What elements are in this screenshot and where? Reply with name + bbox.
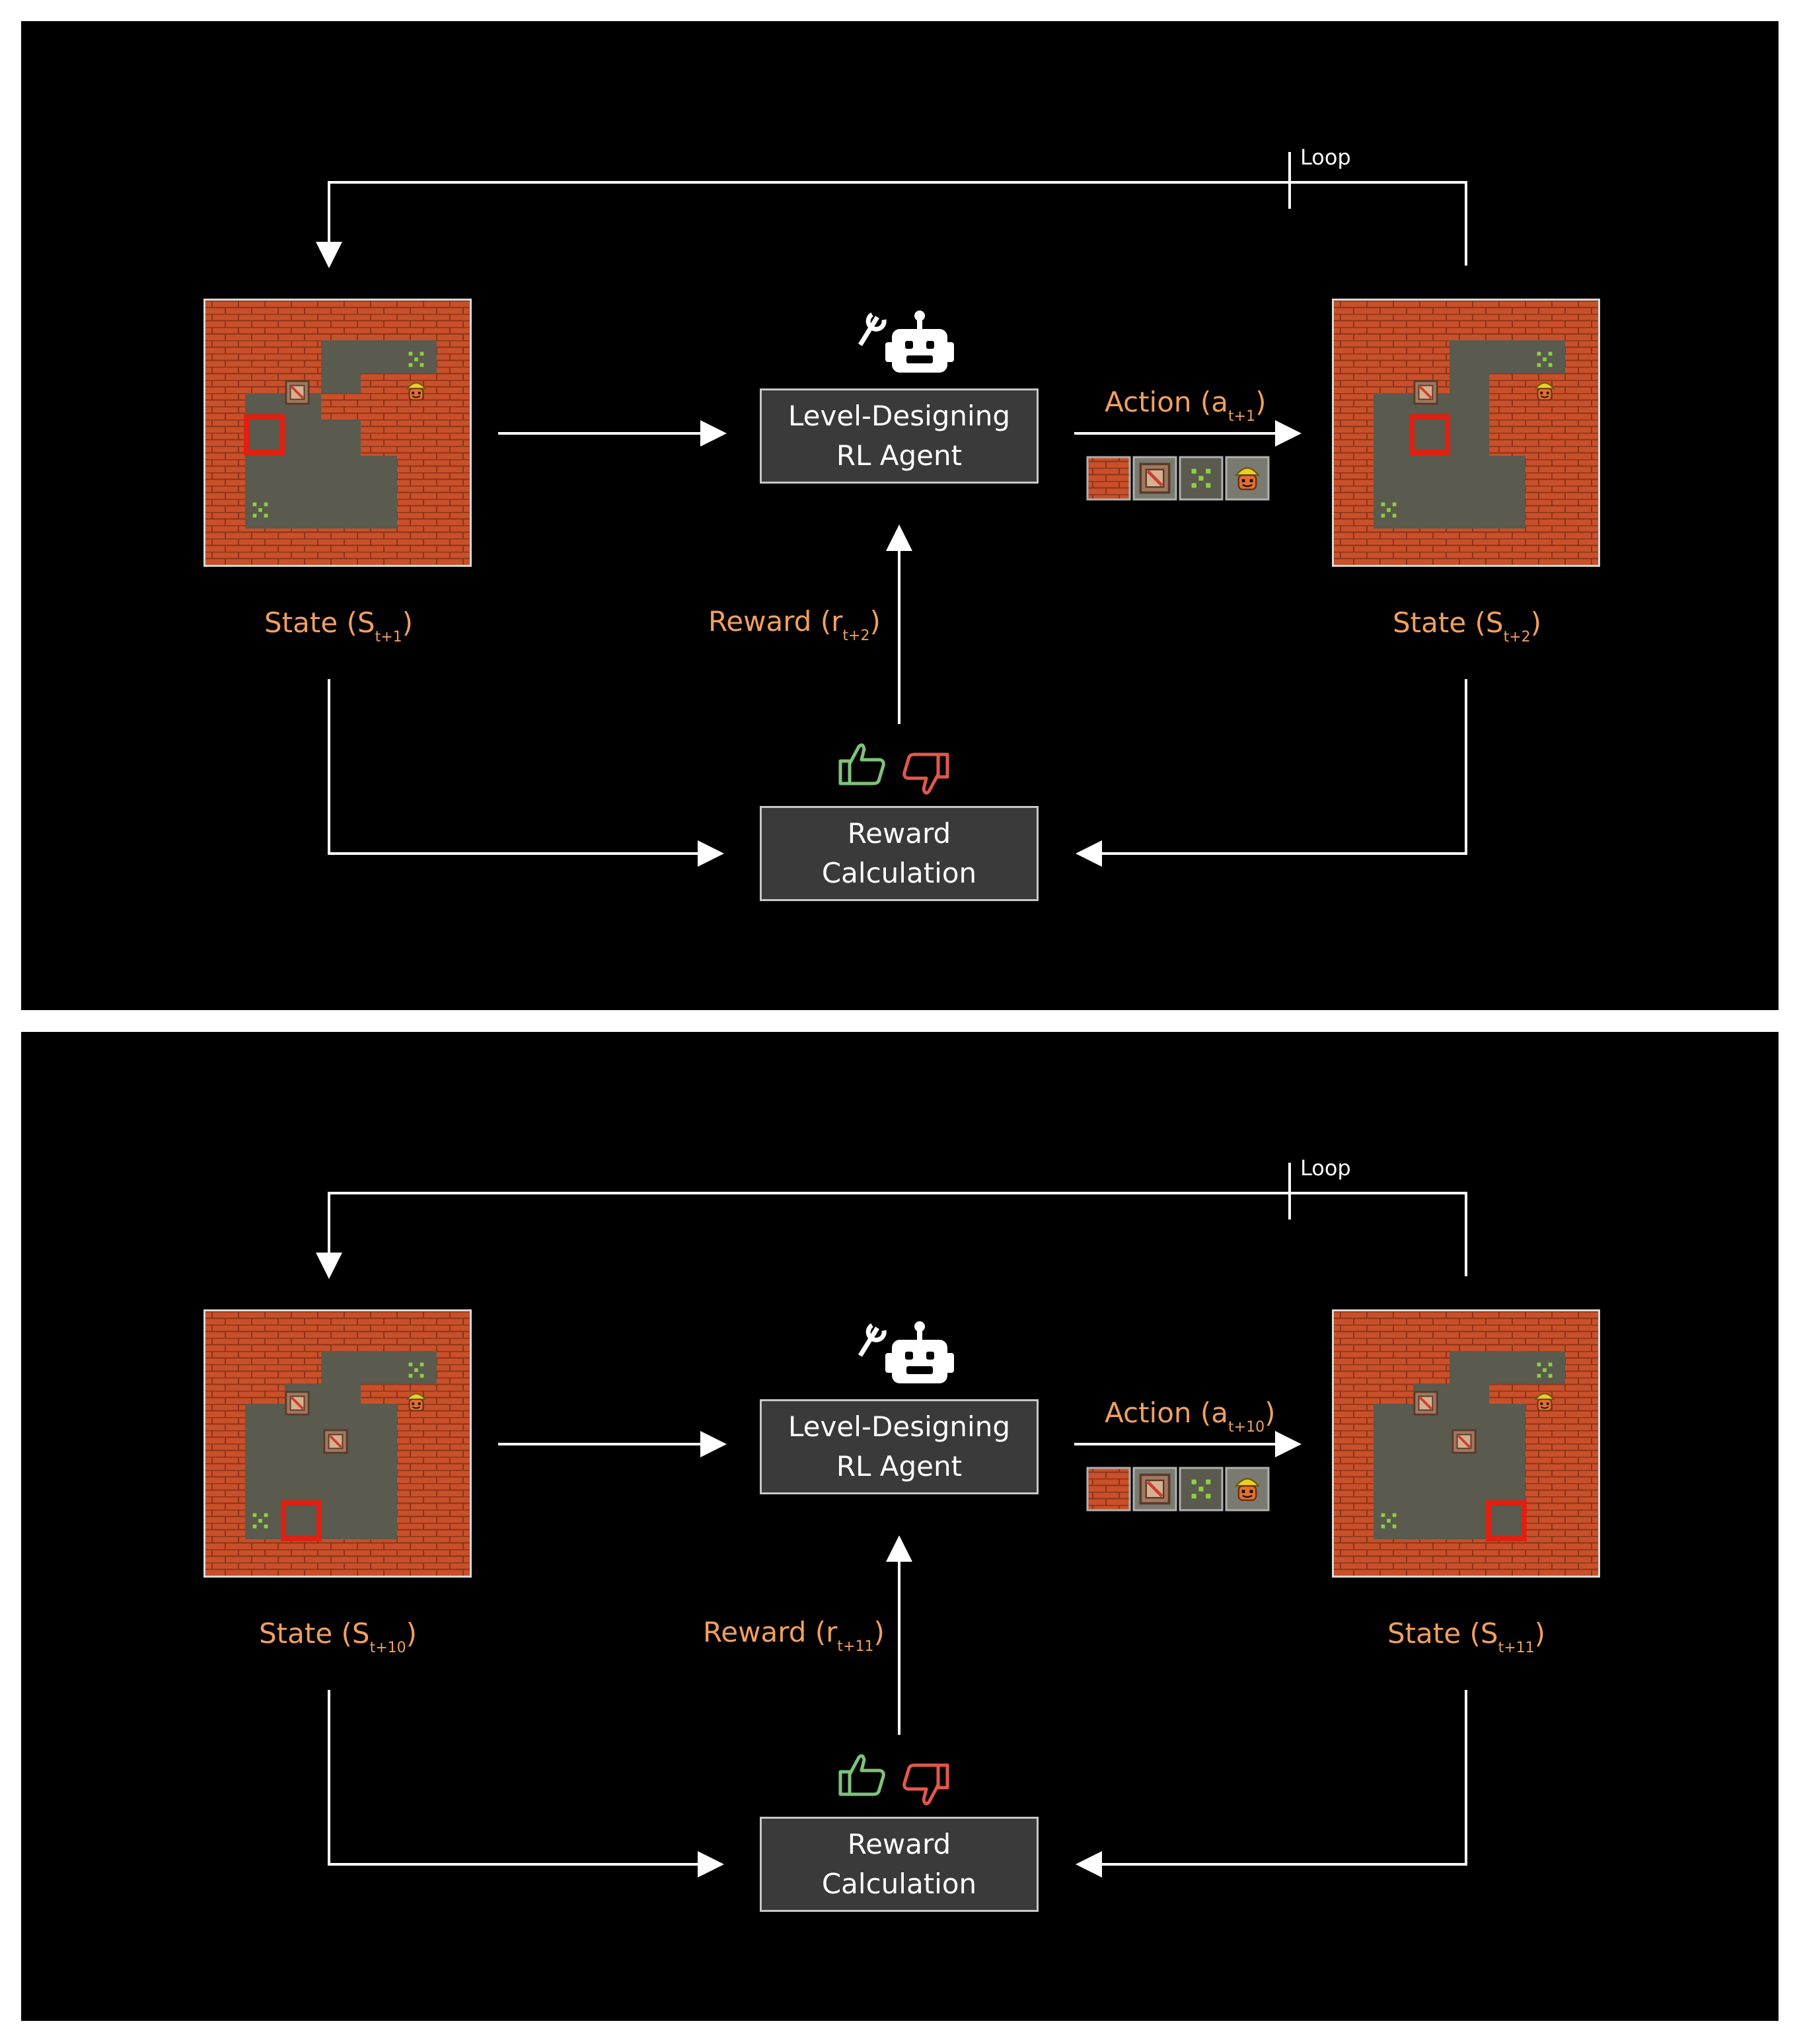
loop-label: Loop <box>1300 1155 1351 1181</box>
level-grid-right <box>1332 1309 1600 1578</box>
reward-box-line1: Reward <box>847 1828 951 1860</box>
action-label-close: ) <box>1255 386 1267 418</box>
palette-player-tile <box>1225 1467 1270 1512</box>
flow-arrows <box>316 152 1467 867</box>
action-label-text: Action (a <box>1105 386 1229 418</box>
state-right-close: ) <box>1530 606 1542 639</box>
action-label-text: Action (a <box>1105 1397 1229 1429</box>
state-left-label: State (St+1) <box>264 606 414 645</box>
reward-label: Reward (rt+2) <box>708 605 881 643</box>
palette-box-tile <box>1132 1467 1177 1512</box>
state-right-text: State (S <box>1387 1617 1498 1650</box>
state-left-close: ) <box>406 1617 418 1650</box>
action-label-close: ) <box>1265 1397 1276 1429</box>
palette-goal-tile <box>1179 456 1224 501</box>
reward-label: Reward (rt+11) <box>703 1616 885 1654</box>
state-right-sub: t+11 <box>1498 1640 1535 1656</box>
thumbs-up-icon <box>838 743 885 785</box>
reward-label-text: Reward (r <box>703 1616 838 1648</box>
thumbs-down-icon <box>902 1763 949 1806</box>
palette-wall-tile <box>1086 456 1131 501</box>
agent-box-line1: Level-Designing <box>788 400 1010 432</box>
level-designing-agent-box: Level-Designing RL Agent <box>760 1399 1039 1494</box>
state-left-text: State (S <box>259 1617 370 1650</box>
reward-label-close: ) <box>869 605 881 638</box>
action-label: Action (at+1) <box>1105 386 1267 424</box>
state-left-label: State (St+10) <box>259 1617 418 1656</box>
thumbs-down-icon <box>902 752 949 795</box>
action-label: Action (at+10) <box>1105 1397 1276 1435</box>
left-state-to-reward-arrow <box>328 679 724 867</box>
palette-box-tile <box>1132 456 1177 501</box>
state-right-label: State (St+2) <box>1393 606 1542 645</box>
action-label-sub: t+1 <box>1228 408 1256 425</box>
loop-arrow <box>316 181 1467 268</box>
flow-arrows <box>316 1163 1467 1878</box>
left-state-to-reward-arrow <box>328 1690 724 1878</box>
loop-label: Loop <box>1300 145 1351 170</box>
robot-with-wrench-icon <box>858 310 954 373</box>
level-designing-agent-box: Level-Designing RL Agent <box>760 388 1039 484</box>
level-grid-left <box>203 1309 472 1578</box>
robot-with-wrench-icon <box>858 1321 954 1383</box>
agent-box-line2: RL Agent <box>836 1450 963 1482</box>
right-state-to-reward-arrow <box>1076 679 1467 867</box>
state-right-label: State (St+11) <box>1387 1617 1546 1656</box>
thumbs-up-icon <box>838 1754 885 1796</box>
state-left-text: State (S <box>264 606 375 639</box>
diagram-panel-1: Loop <box>21 21 1779 1010</box>
reward-box-line2: Calculation <box>821 1868 977 1900</box>
state-right-close: ) <box>1534 1617 1546 1650</box>
palette-wall-tile <box>1086 1467 1131 1512</box>
reward-box-line2: Calculation <box>821 857 977 889</box>
diagram-panel-2: Loop <box>21 1032 1779 2021</box>
state-left-sub: t+1 <box>375 629 402 645</box>
agent-box-line1: Level-Designing <box>788 1410 1010 1443</box>
state-left-close: ) <box>402 606 414 639</box>
reward-label-close: ) <box>873 1616 885 1648</box>
reward-box-line1: Reward <box>847 817 951 850</box>
reward-label-text: Reward (r <box>708 605 843 638</box>
action-palette <box>1086 455 1271 502</box>
state-right-sub: t+2 <box>1503 629 1531 645</box>
agent-box-line2: RL Agent <box>836 439 963 472</box>
reward-calculation-box: Reward Calculation <box>760 806 1039 901</box>
state-left-sub: t+10 <box>369 1640 406 1656</box>
palette-goal-tile <box>1179 1467 1224 1512</box>
state-right-text: State (S <box>1393 606 1504 639</box>
level-grid-left <box>203 299 472 567</box>
reward-label-sub: t+2 <box>842 628 870 644</box>
right-state-to-reward-arrow <box>1076 1690 1467 1878</box>
level-grid-right <box>1332 299 1600 567</box>
palette-player-tile <box>1225 456 1270 501</box>
reward-calculation-box: Reward Calculation <box>760 1817 1039 1912</box>
action-label-sub: t+10 <box>1228 1419 1265 1436</box>
action-palette <box>1086 1465 1271 1513</box>
loop-arrow <box>316 1192 1467 1279</box>
reward-label-sub: t+11 <box>837 1638 874 1655</box>
